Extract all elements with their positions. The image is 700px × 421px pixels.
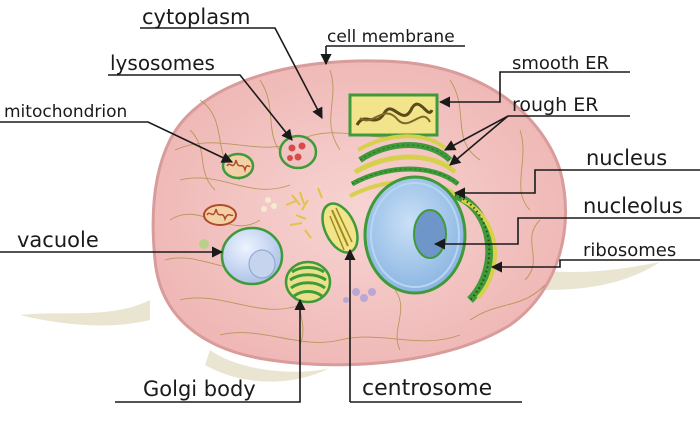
label-ribosomes: ribosomes: [583, 240, 676, 261]
lysosomes: [278, 134, 318, 170]
nucleolus: [413, 209, 447, 259]
cytoplasm-particles: [261, 187, 376, 303]
label-vacuole: vacuole: [17, 228, 99, 252]
label-centrosome: centrosome: [362, 376, 492, 401]
golgi-body: [284, 260, 332, 304]
labels: cytoplasm cell membrane lysosomes smooth…: [4, 5, 683, 401]
label-lysosomes: lysosomes: [110, 51, 215, 75]
label-golgi-body: Golgi body: [143, 377, 256, 401]
label-nucleus: nucleus: [586, 146, 667, 170]
mitochondrion: [221, 152, 255, 180]
label-cell-membrane: cell membrane: [327, 27, 455, 47]
centrosome: [321, 202, 359, 254]
label-cytoplasm: cytoplasm: [142, 5, 251, 29]
cell-extensions: [20, 262, 660, 382]
mitochondrion-2: [203, 204, 237, 226]
label-rough-er: rough ER: [512, 94, 598, 116]
vacuole: [199, 226, 284, 286]
label-nucleolus: nucleolus: [583, 194, 683, 218]
cell-membrane-shape: [151, 59, 567, 367]
leader-lines: [0, 27, 700, 403]
label-smooth-er: smooth ER: [512, 53, 609, 74]
smooth-er: [348, 93, 439, 137]
label-mitochondrion: mitochondrion: [4, 102, 127, 122]
